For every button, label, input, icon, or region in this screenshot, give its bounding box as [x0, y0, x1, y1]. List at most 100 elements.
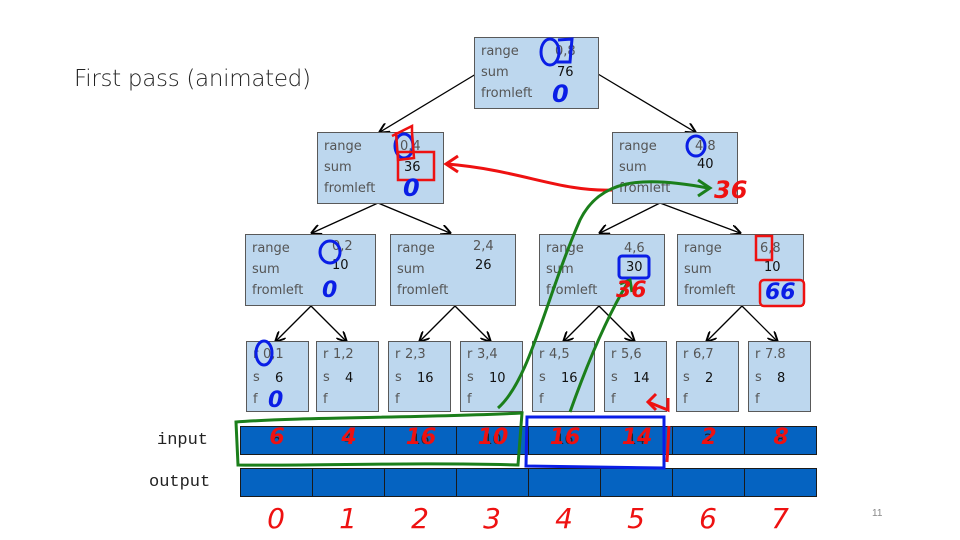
sum-value: 8	[777, 371, 786, 386]
sum-label: sum	[324, 160, 352, 175]
ink-input-value: 4	[341, 425, 357, 450]
sum-label: sum	[684, 262, 712, 277]
sum-value: 16	[417, 371, 434, 386]
ink-index: 0	[267, 502, 285, 535]
slide-title: First pass (animated)	[74, 66, 311, 92]
edge	[741, 305, 777, 341]
range-value: 7.8	[765, 347, 786, 362]
ink-l1-left-fromleft: 0	[403, 174, 420, 202]
range-label: range	[684, 241, 722, 256]
edge	[420, 305, 456, 341]
s-label: s	[611, 370, 618, 385]
range-value: 2,4	[473, 239, 494, 254]
sum-value: 10	[764, 260, 781, 275]
output-label: output	[149, 473, 211, 492]
sum-label: sum	[546, 262, 574, 277]
input-cell: 8	[744, 426, 817, 455]
r-label: r	[467, 347, 473, 362]
edge	[312, 202, 379, 233]
ink-input-value: 16	[405, 425, 437, 450]
s-label: s	[395, 370, 402, 385]
sum-value: 36	[404, 160, 421, 175]
tree-node-l2: range sum fromleft 0,2 10	[245, 234, 376, 306]
s-label: s	[683, 370, 690, 385]
sum-value: 2	[705, 371, 714, 386]
fromleft-label: fromleft	[324, 181, 376, 196]
r-label: r	[683, 347, 689, 362]
ink-input-value: 14	[621, 425, 653, 450]
sum-label: sum	[481, 65, 509, 80]
ink-index: 5	[627, 502, 645, 535]
r-label: r	[395, 347, 401, 362]
ink-root-fromleft: 0	[552, 80, 569, 108]
tree-node-root: range sum fromleft 0,8 76	[474, 37, 599, 109]
fromleft-label: fromleft	[546, 283, 598, 298]
edge	[597, 73, 695, 132]
sum-value: 4	[345, 371, 354, 386]
edge	[454, 305, 490, 341]
edge	[377, 202, 450, 233]
ink-l2-2-fromleft: 36	[616, 278, 647, 303]
ink-index: 6	[699, 502, 717, 535]
sum-label: sum	[619, 160, 647, 175]
ink-input-value: 8	[773, 425, 789, 450]
s-label: s	[323, 370, 330, 385]
ink-arrow	[446, 162, 613, 192]
ink-index: 7	[771, 502, 789, 535]
range-value: 6,7	[693, 347, 714, 362]
r-label: r	[253, 347, 259, 362]
range-value: 1,2	[333, 347, 354, 362]
ink-index: 2	[411, 502, 429, 535]
sum-value: 16	[561, 371, 578, 386]
f-label: f	[395, 392, 400, 407]
s-label: s	[467, 370, 474, 385]
input-label: input	[157, 431, 209, 450]
output-cell	[600, 468, 673, 497]
sum-value: 26	[475, 258, 492, 273]
page-number: 11	[872, 508, 883, 519]
fromleft-label: fromleft	[252, 283, 304, 298]
output-cell	[456, 468, 529, 497]
edge	[310, 305, 346, 341]
range-value: 4,6	[624, 241, 645, 256]
r-label: r	[323, 347, 329, 362]
edge	[707, 305, 743, 341]
range-value: 0,2	[332, 239, 353, 254]
range-value: 0,1	[263, 347, 284, 362]
tree-node-l1-left: range sum fromleft 0,4 36	[317, 132, 444, 204]
sum-value: 30	[626, 260, 643, 275]
ink-input-value: 10	[477, 425, 509, 450]
s-label: s	[539, 370, 546, 385]
fromleft-label: fromleft	[684, 283, 736, 298]
output-cell	[240, 468, 313, 497]
output-cell	[744, 468, 817, 497]
range-label: range	[397, 241, 435, 256]
ink-index: 3	[483, 502, 501, 535]
f-label: f	[611, 392, 616, 407]
range-value: 5,6	[621, 347, 642, 362]
sum-value: 10	[332, 258, 349, 273]
input-value: 8	[776, 432, 785, 448]
output-cell	[312, 468, 385, 497]
ink-leaf-0-fromleft: 0	[268, 388, 284, 413]
r-label: r	[611, 347, 617, 362]
ink-index: 4	[555, 502, 573, 535]
range-value: 0,4	[400, 139, 421, 154]
range-value: 2,3	[405, 347, 426, 362]
tree-node-l2: range sum fromleft 2,4 26	[390, 234, 516, 306]
f-label: f	[467, 392, 472, 407]
ink-input-value: 2	[701, 425, 717, 450]
ink-input-value: 6	[269, 425, 285, 450]
f-label: f	[539, 392, 544, 407]
ink-arrowhead	[443, 154, 459, 174]
input-value: 2	[704, 432, 713, 448]
range-label: range	[324, 139, 362, 154]
s-label: s	[253, 370, 260, 385]
f-label: f	[323, 392, 328, 407]
edge	[659, 202, 740, 233]
